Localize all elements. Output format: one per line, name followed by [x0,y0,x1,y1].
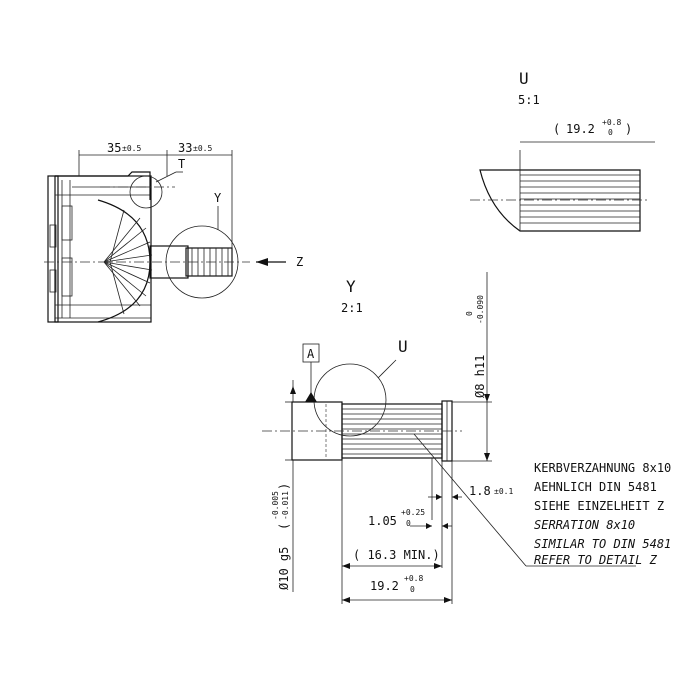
note-de-2: AEHNLICH DIN 5481 [534,480,657,494]
dim-19-2: 19.2 +0.8 0 [370,574,423,594]
note-en-1: SERRATION 8x10 [534,518,635,532]
detail-u-scale: 5:1 [518,93,540,107]
note-de-3: SIEHE EINZELHEIT Z [534,499,664,513]
svg-text:Ø8 h11: Ø8 h11 [473,355,487,398]
pump-flange [47,175,59,323]
detail-circle-u [313,363,387,437]
dim-35: 35 ±0.5 [107,141,141,155]
dim-33: 33 ±0.5 [178,141,212,155]
pump-port-lower [61,257,73,297]
svg-text:A: A [307,347,315,361]
callout-y-small: Y [214,191,222,205]
detail-circle-y [165,225,239,299]
svg-text:19.2: 19.2 [370,579,399,593]
svg-text:): ) [625,122,632,136]
dim-1-05: 1.05 +0.25 0 [368,508,425,528]
svg-text:-0.090: -0.090 [476,295,485,324]
note-en-2: SIMILAR TO DIN 5481 [534,537,671,551]
svg-text:+0.8: +0.8 [404,574,423,583]
svg-text:1.8: 1.8 [469,484,491,498]
view-z-arrow: Z [256,255,303,269]
svg-text:35: 35 [107,141,121,155]
svg-text:19.2: 19.2 [566,122,595,136]
pump-port-upper [61,205,73,241]
dim-1-8: 1.8 ±0.1 [469,484,513,498]
svg-text:-0.011: -0.011 [281,491,290,520]
callout-t: T [178,157,185,171]
detail-u-serrations [520,174,640,224]
svg-text:+0.25: +0.25 [401,508,425,517]
note-en-3: REFER TO DETAIL Z [534,553,658,567]
svg-text:+0.8: +0.8 [602,118,621,127]
dim-u-19-2: ( 19.2 +0.8 0 ) [553,118,632,137]
detail-u-view: U 5:1 ( 19.2 +0.8 0 ) [470,69,655,232]
main-pump-view: T Y 35 ±0.5 33 ±0.5 Z [44,141,303,323]
svg-text:Ø10 g5: Ø10 g5 [277,547,291,590]
svg-text:0: 0 [608,128,613,137]
svg-text:±0.5: ±0.5 [122,144,141,153]
svg-text:±0.5: ±0.5 [193,144,212,153]
svg-text:(: ( [553,122,560,136]
detail-y-scale: 2:1 [341,301,363,315]
dim-diameter-10: Ø10 g5 ( -0.005 -0.011 ) [271,483,291,590]
detail-y-title: Y [346,277,356,296]
svg-text:0: 0 [410,585,415,594]
note-de-1: KERBVERZAHNUNG 8x10 [534,461,671,475]
svg-text:-0.005: -0.005 [271,491,280,520]
svg-text:(: ( [277,523,291,530]
svg-text:1.05: 1.05 [368,514,397,528]
svg-text:0: 0 [465,311,474,316]
dim-16-3-min: ( 16.3 MIN.) [353,548,440,562]
svg-text:0: 0 [406,519,411,528]
svg-text:): ) [277,483,291,490]
datum-a: A [302,343,320,402]
serration-notes: KERBVERZAHNUNG 8x10 AEHNLICH DIN 5481 SI… [534,461,671,567]
detail-u-title: U [519,69,529,88]
callout-u: U [398,337,408,356]
svg-text:±0.1: ±0.1 [494,487,513,496]
detail-circle-t [129,175,163,209]
view-z-label: Z [296,255,303,269]
dim-diameter-8: Ø8 h11 0 -0.090 [465,295,487,398]
shaft-serrations [342,408,442,455]
svg-text:33: 33 [178,141,192,155]
detail-y-view: Y 2:1 U A [262,272,636,604]
detail-u-outline [479,169,641,232]
impeller-blades [103,209,153,315]
